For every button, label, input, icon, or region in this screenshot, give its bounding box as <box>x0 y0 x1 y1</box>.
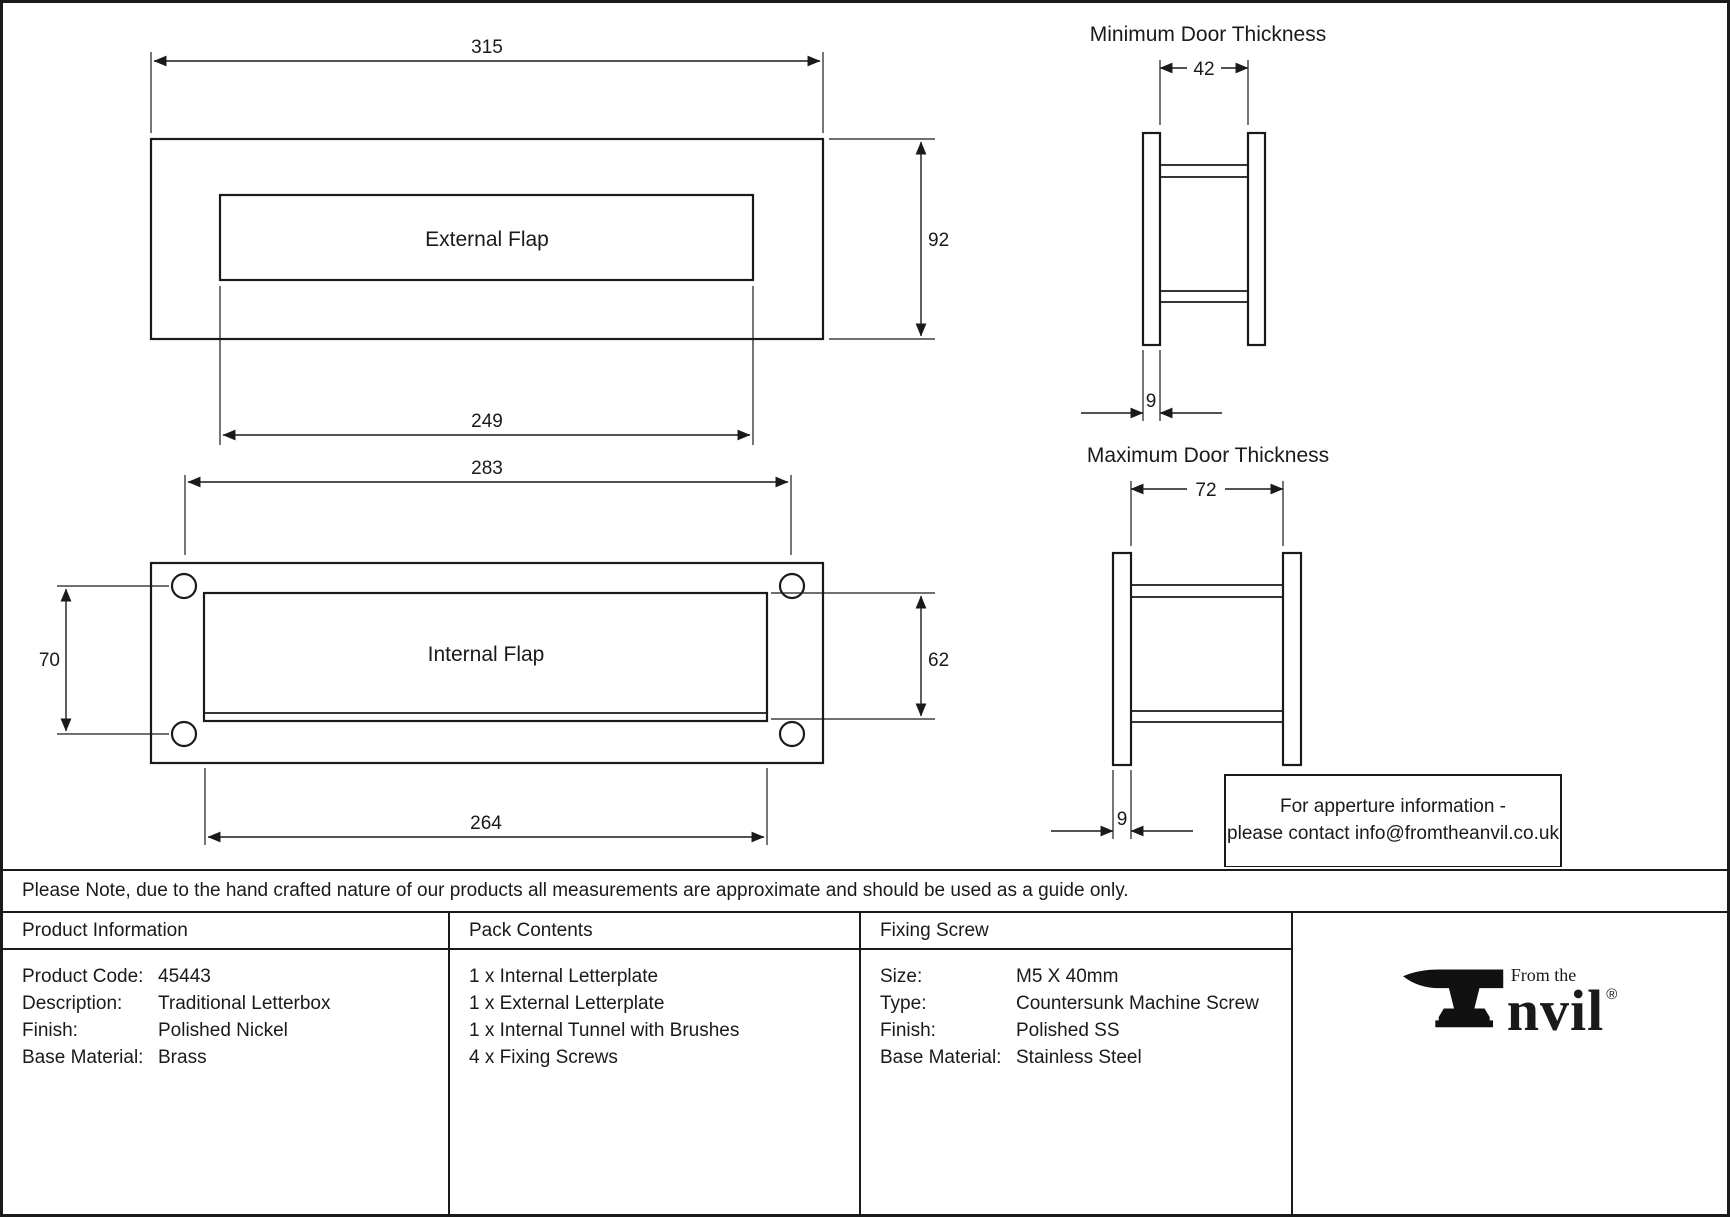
header-product-information: Product Information <box>3 913 450 950</box>
dim-internal-hole-height: 70 <box>39 650 60 671</box>
pack-item: 1 x Internal Letterplate <box>469 965 659 987</box>
spec-row: Size: M5 X 40mm <box>880 965 1119 987</box>
contact-line1: For apperture information - <box>1280 796 1506 817</box>
spec-row: Product Code: 45443 <box>22 965 211 987</box>
dim-min-door-thickness: 42 <box>1193 59 1214 80</box>
header-pack-contents: Pack Contents <box>450 913 861 950</box>
dim-internal-width: 283 <box>471 458 503 479</box>
spec-row: Base Material: Stainless Steel <box>880 1046 1142 1068</box>
registered-mark-icon: ® <box>1606 985 1618 1003</box>
header-fixing-screw: Fixing Screw <box>861 913 1293 950</box>
spec-row: Finish: Polished Nickel <box>22 1019 288 1041</box>
external-flap-outline <box>218 193 755 282</box>
max-door-right-plate <box>1281 551 1303 767</box>
brand-tagline: From the <box>1510 964 1577 985</box>
fixing-screw-cell: Size: M5 X 40mm Type: Countersunk Machin… <box>861 950 1293 1214</box>
dim-internal-flap-width: 264 <box>470 813 502 834</box>
dim-external-overall-height: 92 <box>928 230 949 251</box>
pack-item: 1 x External Letterplate <box>469 992 665 1014</box>
dim-max-door-thickness: 72 <box>1195 480 1216 501</box>
dim-min-plate-thickness: 9 <box>1146 391 1157 412</box>
product-information-cell: Product Code: 45443 Description: Traditi… <box>3 950 450 1214</box>
dim-external-flap-width: 249 <box>471 411 503 432</box>
measurement-note: Please Note, due to the hand crafted nat… <box>3 869 1727 911</box>
pack-item: 1 x Internal Tunnel with Brushes <box>469 1019 740 1041</box>
external-plate-outline <box>149 137 825 341</box>
internal-flap-drawing: 283 Internal Flap 70 62 264 <box>39 458 949 845</box>
max-door-drawing: Maximum Door Thickness 72 9 <box>1051 444 1329 839</box>
anvil-icon <box>1402 969 1503 1028</box>
max-door-title: Maximum Door Thickness <box>1087 444 1329 467</box>
min-door-drawing: Minimum Door Thickness 42 9 <box>1081 23 1326 421</box>
brand-name: nvil <box>1506 977 1605 1043</box>
spec-row: Base Material: Brass <box>22 1046 207 1068</box>
spec-row: Finish: Polished SS <box>880 1019 1120 1041</box>
pack-contents-cell: 1 x Internal Letterplate 1 x External Le… <box>450 950 861 1214</box>
contact-line2: please contact info@fromtheanvil.co.uk <box>1227 823 1559 844</box>
external-flap-label: External Flap <box>425 228 549 251</box>
contact-box: For apperture information - please conta… <box>1224 774 1562 867</box>
max-door-left-plate <box>1111 551 1133 767</box>
screw-hole-top-right <box>778 572 806 600</box>
min-door-left-plate <box>1141 131 1162 347</box>
min-door-right-plate <box>1246 131 1267 347</box>
technical-drawing: External Flap 315 92 249 283 <box>39 23 1562 867</box>
screw-hole-bottom-left <box>170 720 198 748</box>
pack-item: 4 x Fixing Screws <box>469 1046 618 1068</box>
dim-external-overall-width: 315 <box>471 37 503 58</box>
spec-table: Product Information Pack Contents Fixing… <box>3 911 1727 1214</box>
screw-hole-bottom-right <box>778 720 806 748</box>
note-text: Please Note, due to the hand crafted nat… <box>22 880 1129 901</box>
dim-max-plate-thickness: 9 <box>1117 809 1128 830</box>
internal-flap-outline <box>202 591 769 723</box>
screw-hole-top-left <box>170 572 198 600</box>
spec-row: Type: Countersunk Machine Screw <box>880 992 1259 1014</box>
dim-internal-flap-height: 62 <box>928 650 949 671</box>
min-door-title: Minimum Door Thickness <box>1090 23 1327 46</box>
brand-logo: From the nvil ® <box>1293 913 1727 1214</box>
internal-plate-outline <box>149 561 825 765</box>
spec-row: Description: Traditional Letterbox <box>22 992 331 1014</box>
internal-flap-label: Internal Flap <box>428 643 545 666</box>
external-flap-drawing: External Flap 315 92 249 <box>149 37 949 445</box>
